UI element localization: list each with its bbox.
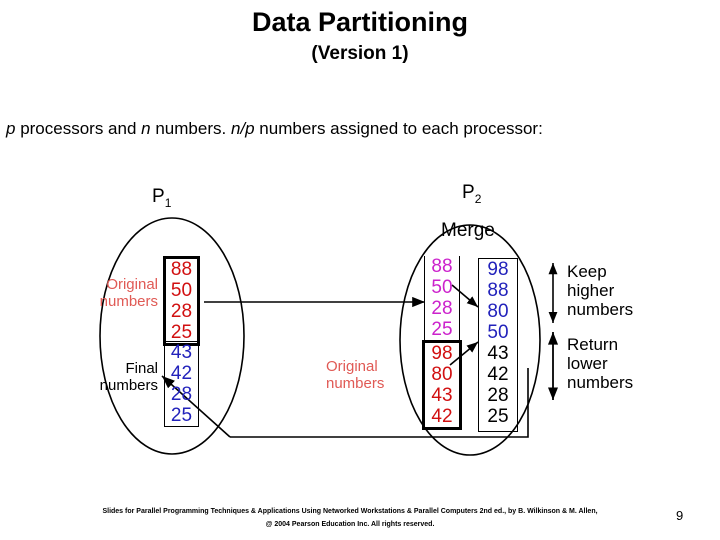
- return-path: [230, 368, 529, 438]
- p2-original-value-2: 43: [431, 385, 453, 406]
- merge-arrow-lower: [449, 341, 479, 366]
- processor2-label: P2: [462, 182, 481, 206]
- p2-original-value-0: 98: [431, 343, 453, 364]
- intro-suffix: numbers assigned to each processor:: [254, 119, 543, 138]
- page-number: 9: [676, 508, 684, 523]
- p2-merged-value-7: 25: [487, 406, 509, 427]
- return-lower-numbers-note: Return lower numbers: [567, 335, 633, 392]
- diagram-lines: [99, 217, 559, 456]
- p1-final-value-0: 43: [170, 342, 193, 363]
- footer-line-2: @ 2004 Pearson Education Inc. All rights…: [265, 521, 435, 528]
- processor1-subscript: 1: [164, 195, 172, 210]
- p2-received-value-2: 28: [431, 298, 453, 319]
- p1-original-value-2: 28: [170, 301, 193, 322]
- p1-final-numbers-label: Final numbers: [96, 360, 158, 394]
- return-note-line1: Return: [567, 335, 619, 354]
- intro-mid-2: numbers.: [150, 119, 231, 138]
- intro-mid-1: processors and: [15, 119, 142, 138]
- var-p: p: [6, 119, 16, 138]
- p1-original-label-line1: Original: [106, 276, 158, 293]
- p2-received-value-0: 88: [431, 256, 453, 277]
- p2-received-value-1: 50: [431, 277, 453, 298]
- keep-note-line1: Keep: [567, 262, 607, 281]
- p2-merged-value-0: 98: [487, 259, 509, 280]
- p2-received-numbers-box: 88 50 28 25: [424, 256, 460, 340]
- var-n-over-p: n/p: [230, 119, 255, 138]
- return-arrow: [161, 375, 231, 438]
- p1-original-value-3: 25: [170, 322, 193, 343]
- keep-higher-numbers-note: Keep higher numbers: [567, 262, 633, 319]
- data-partitioning-diagram: P1 Original numbers 88 50 28 25 Final nu…: [0, 180, 720, 470]
- merge-arrow-upper: [451, 284, 479, 308]
- p1-final-value-3: 25: [170, 405, 193, 426]
- p2-merged-value-1: 88: [487, 280, 509, 301]
- p2-original-numbers-label: Original numbers: [326, 358, 400, 392]
- intro-paragraph: p processors and n numbers. n/p numbers …: [6, 116, 712, 141]
- p2-merged-numbers-box: 98 88 80 50 43 42 28 25: [478, 258, 518, 432]
- p2-merged-value-3: 50: [487, 322, 509, 343]
- p2-original-numbers-box: 98 80 43 42: [422, 340, 462, 430]
- return-note-line2: lower: [567, 354, 608, 373]
- footer-line-1: Slides for Parallel Programming Techniqu…: [102, 508, 598, 515]
- p2-merged-value-4: 43: [487, 343, 509, 364]
- processor2-ellipse: [399, 224, 541, 456]
- title-block: Data Partitioning (Version 1): [0, 6, 720, 66]
- processor1-ellipse: [99, 217, 245, 455]
- merge-label: Merge: [441, 220, 495, 241]
- p1-final-label-line1: Final: [125, 360, 158, 377]
- p1-original-value-1: 50: [170, 280, 193, 301]
- processor1-label: P1: [152, 186, 171, 210]
- p2-original-label-line2: numbers: [326, 375, 385, 392]
- p1-final-value-2: 28: [170, 384, 193, 405]
- p1-original-numbers-label: Original numbers: [96, 276, 158, 310]
- keep-note-line3: numbers: [567, 300, 634, 319]
- p1-original-numbers-box: 88 50 28 25: [163, 256, 200, 346]
- p2-merged-value-6: 28: [487, 385, 509, 406]
- keep-note-line2: higher: [567, 281, 615, 300]
- p1-final-value-1: 42: [170, 363, 193, 384]
- p2-original-label-line1: Original: [326, 358, 378, 375]
- page-subtitle: (Version 1): [311, 43, 409, 64]
- p2-original-value-1: 80: [431, 364, 453, 385]
- p1-final-label-line2: numbers: [99, 377, 158, 394]
- processor2-subscript: 2: [474, 191, 482, 206]
- page-title: Data Partitioning: [251, 7, 468, 37]
- processor1-label-text: P: [152, 186, 165, 207]
- p1-final-numbers-box: 43 42 28 25: [164, 341, 199, 427]
- return-note-line3: numbers: [567, 373, 634, 392]
- p1-original-label-line2: numbers: [99, 293, 158, 310]
- p2-original-value-3: 42: [431, 406, 453, 427]
- p2-merged-value-2: 80: [487, 301, 509, 322]
- var-n: n: [141, 119, 151, 138]
- processor2-label-text: P: [462, 182, 475, 203]
- p1-original-value-0: 88: [170, 259, 193, 280]
- p2-received-value-3: 25: [431, 319, 453, 340]
- footer-attribution: Slides for Parallel Programming Techniqu…: [40, 505, 660, 531]
- p2-merged-value-5: 42: [487, 364, 509, 385]
